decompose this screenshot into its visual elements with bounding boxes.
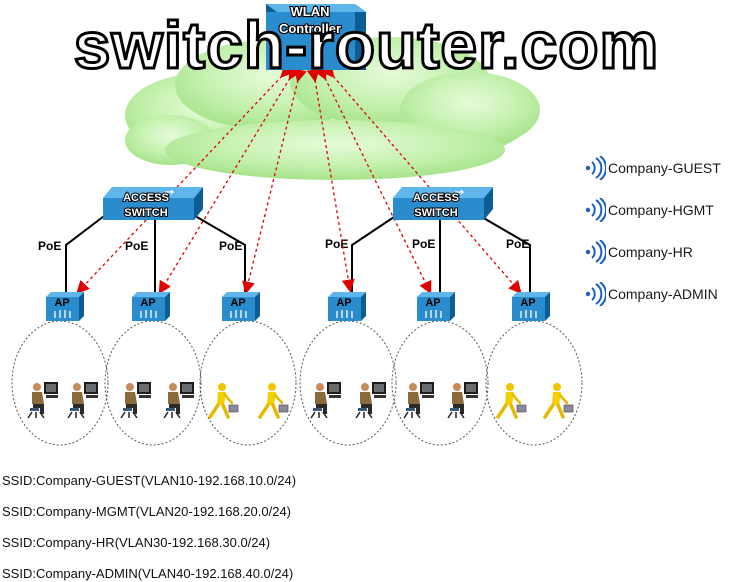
access-point: AP — [328, 292, 366, 321]
access-point: AP — [222, 292, 260, 321]
poe-label: PoE — [412, 237, 435, 251]
ssid-legend-item: Company-ADMIN — [584, 282, 718, 306]
ap-label: AP — [425, 297, 440, 309]
wireless-signal-icon — [585, 240, 606, 264]
mobile-user-icon — [543, 383, 574, 419]
vlan-line: SSID:Company-ADMIN(VLAN40-192.168.40.0/2… — [2, 566, 294, 581]
ap-label: AP — [54, 297, 69, 309]
access-switch-left-line2: SWITCH — [124, 207, 167, 219]
access-switch-right-line1: ACCESS — [413, 192, 459, 204]
coverage-circle — [199, 320, 297, 446]
coverage-circle — [104, 320, 202, 446]
wireless-signal-icon — [585, 282, 606, 306]
coverage-circle — [299, 320, 397, 446]
access-switch-left-line1: ACCESS — [123, 192, 169, 204]
desktop-user-icon — [67, 382, 98, 419]
access-points: AP AP AP AP AP AP — [46, 292, 550, 321]
ssid-legend-item: Company-GUEST — [584, 156, 721, 180]
mobile-user-icon — [208, 383, 239, 419]
controller-label-line1: WLAN — [291, 4, 330, 19]
mobile-user-icon — [496, 383, 527, 419]
ssid-legend-item: Company-HR — [584, 240, 693, 264]
access-switch-right-line2: SWITCH — [414, 207, 457, 219]
ap-label: AP — [520, 297, 535, 309]
wireless-signal-icon — [585, 156, 606, 180]
ap-label: AP — [230, 297, 245, 309]
desktop-user-icon — [447, 382, 478, 419]
wlan-controller: WLAN Controller — [266, 3, 366, 70]
coverage-circle — [391, 320, 489, 446]
poe-label: PoE — [38, 239, 61, 253]
clients — [27, 382, 574, 419]
ssid-legend-label: Company-ADMIN — [608, 286, 718, 302]
mobile-user-icon — [258, 383, 289, 419]
access-switch-left: ACCESS SWITCH — [103, 187, 203, 220]
ssid-legend-item: Company-HGMT — [584, 198, 714, 222]
coverage-circle — [11, 320, 109, 446]
watermark-text: switch-router.com — [72, 8, 660, 82]
ssid-legend-label: Company-HR — [608, 244, 693, 260]
coverage-areas — [11, 320, 583, 446]
ssid-legend-label: Company-HGMT — [608, 202, 714, 218]
access-point: AP — [512, 292, 550, 321]
coverage-circle — [485, 320, 583, 446]
access-switch-right: ACCESS SWITCH — [393, 187, 493, 220]
poe-label: PoE — [219, 239, 242, 253]
desktop-user-icon — [355, 382, 386, 419]
access-point: AP — [417, 292, 455, 321]
vlan-line: SSID:Company-HR(VLAN30-192.168.30.0/24) — [2, 535, 271, 550]
vlan-line: SSID:Company-GUEST(VLAN10-192.168.10.0/2… — [2, 473, 297, 488]
poe-label: PoE — [125, 239, 148, 253]
access-point: AP — [46, 292, 84, 321]
access-point: AP — [132, 292, 170, 321]
ssid-legend-label: Company-GUEST — [608, 160, 721, 176]
poe-label: PoE — [325, 237, 348, 251]
poe-labels: PoE PoE PoE PoE PoE PoE — [38, 237, 529, 253]
desktop-user-icon — [27, 382, 58, 419]
ap-label: AP — [140, 297, 155, 309]
wireless-signal-icon — [585, 198, 606, 222]
desktop-user-icon — [310, 382, 341, 419]
poe-label: PoE — [506, 237, 529, 251]
desktop-user-icon — [403, 382, 434, 419]
capwap-tunnels — [76, 63, 522, 295]
desktop-user-icon — [163, 382, 194, 419]
vlan-line: SSID:Company-MGMT(VLAN20-192.168.20.0/24… — [2, 504, 292, 519]
desktop-user-icon — [120, 382, 151, 419]
controller-label-line2: Controller — [279, 21, 341, 36]
ap-label: AP — [336, 297, 351, 309]
